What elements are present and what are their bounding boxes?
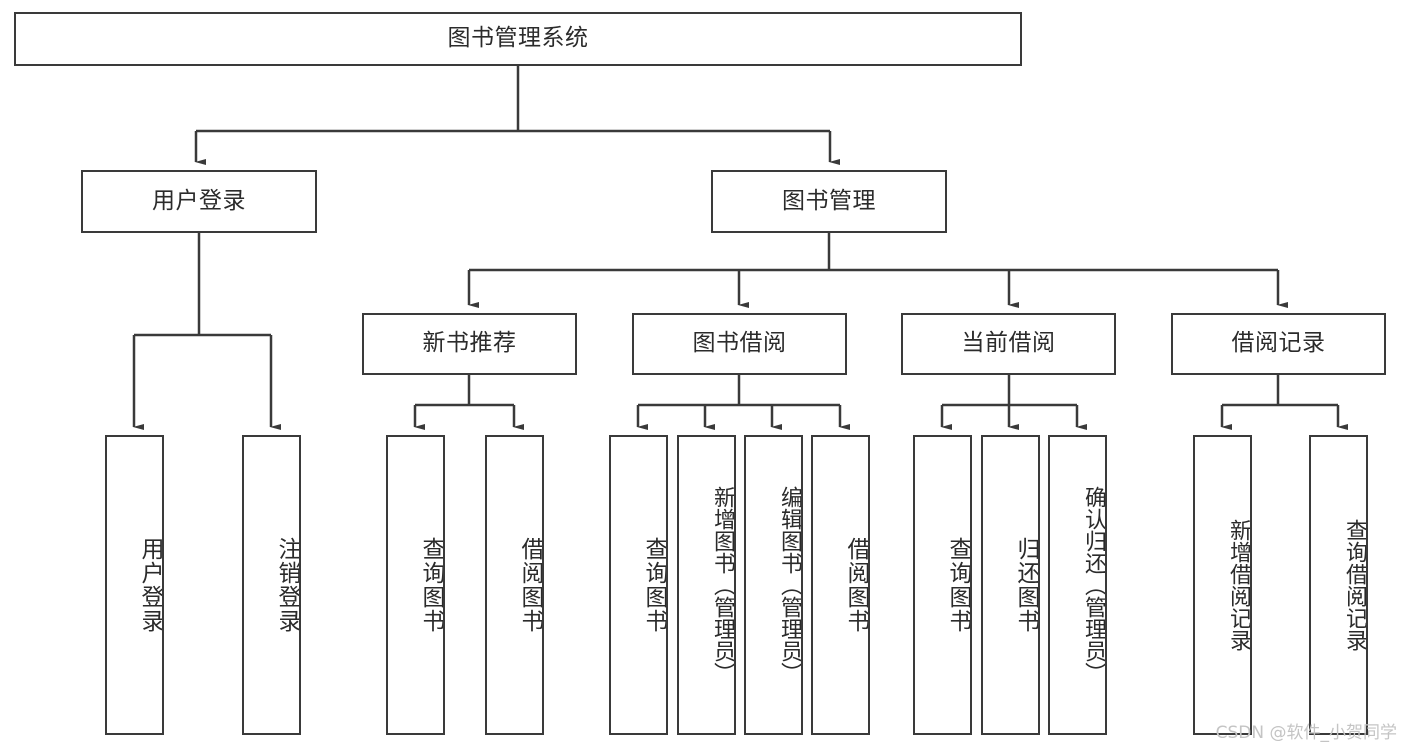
node-leaf-edit-book-label: 编辑图书（管理员） [777, 486, 802, 684]
node-leaf-add-book[interactable]: 新增图书（管理员） [677, 435, 736, 735]
node-leaf-borrow-book-rec[interactable]: 借阅图书 [485, 435, 544, 735]
node-root-label: 图书管理系统 [447, 25, 589, 52]
node-leaf-borrow-book-label: 借阅图书 [843, 537, 869, 633]
node-leaf-return-book-label: 归还图书 [1013, 537, 1039, 633]
node-leaf-query-book-rec-label: 查询图书 [418, 537, 444, 633]
node-new-book-rec-label: 新书推荐 [422, 330, 517, 357]
node-current-borrow-label: 当前借阅 [961, 330, 1056, 357]
node-borrow-record[interactable]: 借阅记录 [1171, 313, 1386, 375]
node-leaf-query-book-rec[interactable]: 查询图书 [386, 435, 445, 735]
node-leaf-query-book-borrow-label: 查询图书 [641, 537, 667, 633]
node-leaf-user-login-label: 用户登录 [137, 537, 163, 633]
node-leaf-logout-label: 注销登录 [274, 537, 300, 633]
node-user-login[interactable]: 用户登录 [81, 170, 317, 233]
node-leaf-logout[interactable]: 注销登录 [242, 435, 301, 735]
node-leaf-query-record-label: 查询借阅记录 [1342, 519, 1367, 651]
node-leaf-add-record[interactable]: 新增借阅记录 [1193, 435, 1252, 735]
node-new-book-rec[interactable]: 新书推荐 [362, 313, 577, 375]
node-leaf-return-book[interactable]: 归还图书 [981, 435, 1040, 735]
node-book-borrow-label: 图书借阅 [692, 330, 787, 357]
node-current-borrow[interactable]: 当前借阅 [901, 313, 1116, 375]
node-book-admin[interactable]: 图书管理 [711, 170, 947, 233]
node-user-login-label: 用户登录 [152, 187, 246, 214]
csdn-watermark: CSDN @软件_小贺同学 [1215, 723, 1397, 743]
node-leaf-edit-book[interactable]: 编辑图书（管理员） [744, 435, 803, 735]
node-leaf-query-record[interactable]: 查询借阅记录 [1309, 435, 1368, 735]
node-borrow-record-label: 借阅记录 [1231, 330, 1326, 357]
node-leaf-confirm-return[interactable]: 确认归还（管理员） [1048, 435, 1107, 735]
node-book-admin-label: 图书管理 [782, 187, 876, 214]
node-leaf-query-book-current[interactable]: 查询图书 [913, 435, 972, 735]
node-root[interactable]: 图书管理系统 [14, 12, 1022, 66]
node-leaf-query-book-current-label: 查询图书 [945, 537, 971, 633]
node-leaf-add-book-label: 新增图书（管理员） [710, 486, 735, 684]
node-leaf-borrow-book[interactable]: 借阅图书 [811, 435, 870, 735]
node-leaf-query-book-borrow[interactable]: 查询图书 [609, 435, 668, 735]
node-book-borrow[interactable]: 图书借阅 [632, 313, 847, 375]
node-leaf-borrow-book-rec-label: 借阅图书 [517, 537, 543, 633]
node-leaf-add-record-label: 新增借阅记录 [1226, 519, 1251, 651]
node-leaf-user-login[interactable]: 用户登录 [105, 435, 164, 735]
node-leaf-confirm-return-label: 确认归还（管理员） [1081, 486, 1106, 684]
